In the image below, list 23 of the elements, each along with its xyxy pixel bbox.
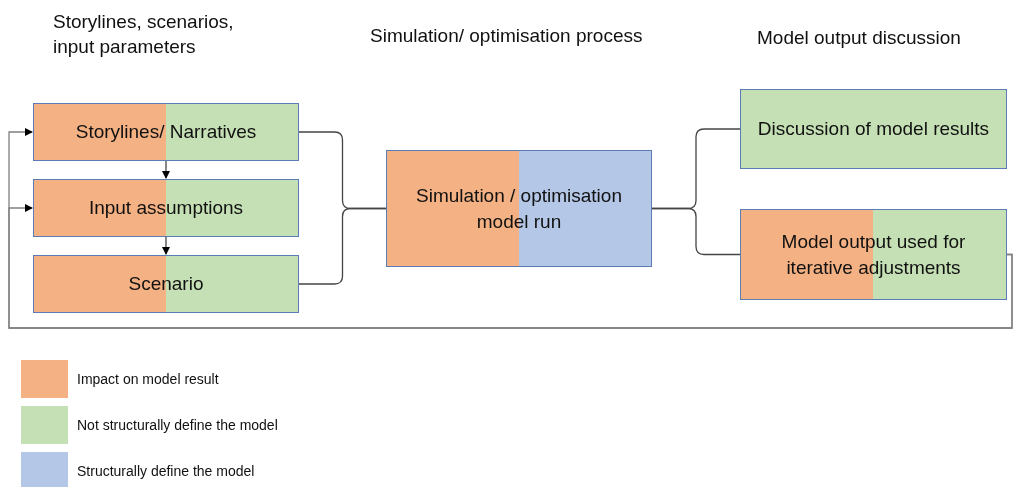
legend-label: Impact on model result: [77, 371, 219, 387]
column-heading: Model output discussion: [757, 26, 962, 50]
legend-label: Not structurally define the model: [77, 417, 278, 433]
box-label: Discussion of model results: [757, 117, 990, 142]
process-box: [740, 209, 1007, 300]
process-box: [33, 103, 299, 161]
process-box: [386, 150, 652, 267]
column-heading: Storylines, scenarios, input parameters: [53, 10, 235, 59]
process-box: [33, 179, 299, 237]
box-label: Model output used for iterative adjustments: [780, 229, 967, 280]
box-label: Storylines/ Narratives: [75, 120, 257, 145]
box-label: Input assumptions: [88, 196, 244, 221]
arrow: [162, 160, 170, 179]
column-heading: Simulation/ optimisation process: [370, 24, 644, 48]
arrow: [8, 204, 1013, 329]
process-box: [33, 255, 299, 313]
box-label: Simulation / optimisation model run: [415, 183, 623, 234]
box-label: Scenario: [128, 272, 204, 297]
process-box: [740, 89, 1007, 169]
arrow: [162, 236, 170, 255]
connector-line: [298, 207, 387, 285]
connector-line: [651, 207, 741, 256]
legend-label: Structurally define the model: [77, 463, 255, 479]
